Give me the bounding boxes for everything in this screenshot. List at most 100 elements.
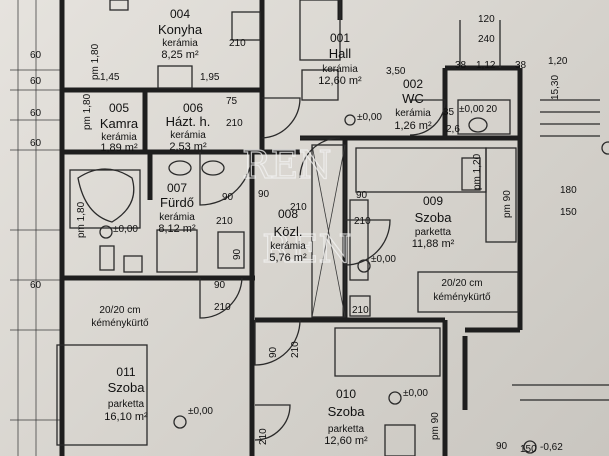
room-material: kerámia: [322, 64, 358, 75]
level-szoba-010: ±0,00: [403, 388, 428, 399]
dim-vertical: pm 90: [502, 190, 513, 218]
room-name: Szoba: [415, 210, 453, 225]
room-name: WC: [402, 91, 424, 106]
level-wc: ±0,00: [459, 104, 484, 115]
dim: 90: [222, 192, 234, 203]
room-005: 005 Kamra kerámia 1,89 m²: [100, 101, 139, 154]
watermark: REN: [242, 143, 332, 187]
watermark-2: REN: [262, 227, 352, 271]
dim: 60: [30, 108, 42, 119]
room-name: Konyha: [158, 22, 203, 37]
dim: 120: [478, 14, 495, 25]
room-number: 001: [330, 31, 350, 45]
room-number: 004: [170, 7, 190, 21]
room-area: 2,53 m²: [169, 141, 207, 153]
dim: 210: [352, 305, 369, 316]
chimney-size: 20/20 cm: [99, 305, 140, 316]
room-area: 8,12 m²: [158, 223, 196, 235]
dimension-labels: 120 240 1,12 38 38 1,20 3,50 210 210 210…: [30, 14, 577, 455]
left-dimension-chain: [10, 0, 60, 456]
dim: 210: [214, 302, 231, 313]
room-area: 1,89 m²: [100, 142, 138, 154]
room-009: 009 Szoba parketta 11,88 m²: [412, 194, 455, 250]
dim: 60: [30, 280, 42, 291]
level-outside: -0,62: [540, 442, 563, 453]
dim: 210: [226, 118, 243, 129]
dim-vertical: pm 1,20: [472, 153, 483, 190]
dim: 1,45: [100, 72, 120, 83]
room-number: 011: [116, 365, 135, 379]
room-004: 004 Konyha kerámia 8,25 m²: [158, 7, 203, 61]
dim: 90: [496, 441, 508, 452]
room-011: 011 Szoba parketta 16,10 m²: [104, 365, 148, 423]
room-number: 010: [336, 387, 356, 401]
dim-vertical: 210: [290, 341, 301, 358]
dim: 210: [229, 38, 246, 49]
room-area: 1,26 m²: [394, 120, 432, 132]
dim: 90: [258, 189, 270, 200]
dim: 60: [30, 50, 42, 61]
dim: 38: [515, 60, 527, 71]
room-number: 005: [109, 101, 129, 115]
room-material: kerámia: [159, 212, 195, 223]
dim: 210: [290, 202, 307, 213]
room-007: 007 Fürdő kerámia 8,12 m²: [158, 181, 196, 235]
chimney-label: kéménykürtő: [91, 318, 149, 329]
level-szoba-011: ±0,00: [188, 406, 213, 417]
interior-lines: [56, 0, 609, 456]
room-area: 16,10 m²: [104, 411, 148, 423]
level-szoba-009: ±0,00: [371, 254, 396, 265]
chimney-size: 20/20 cm: [441, 278, 482, 289]
room-material: kerámia: [270, 241, 306, 252]
dim: 1,20: [548, 56, 568, 67]
dim: 150: [560, 207, 577, 218]
dim-vertical: pm 1,80: [90, 43, 101, 80]
room-area: 8,25 m²: [161, 49, 199, 61]
room-material: kerámia: [395, 108, 431, 119]
room-name: Fürdő: [160, 195, 194, 210]
dim-vertical: pm 1,80: [82, 93, 93, 130]
dim-vertical: 15,30: [550, 75, 561, 100]
room-name: Közl.: [274, 224, 303, 239]
dim: 60: [30, 138, 42, 149]
dim: 38: [455, 60, 467, 71]
room-area: 5,76 m²: [269, 252, 307, 264]
dim: 60: [30, 76, 42, 87]
level-markers: [99, 114, 609, 454]
dim: 1,95: [200, 72, 220, 83]
dim: 150: [520, 444, 537, 455]
dim: 20: [486, 104, 498, 115]
room-002: 002 WC kerámia 1,26 m²: [394, 77, 432, 132]
room-number: 009: [423, 194, 443, 208]
room-number: 008: [278, 207, 298, 221]
level-furdo: ±0,00: [113, 224, 138, 235]
room-area: 12,60 m²: [318, 75, 362, 87]
dim: 90: [214, 280, 226, 291]
room-number: 007: [167, 181, 187, 195]
room-name: Szoba: [328, 404, 366, 419]
dim: 2,6: [446, 124, 460, 135]
dim-vertical: 90: [268, 346, 279, 358]
room-006: 006 Házt. h. kerámia 2,53 m²: [166, 101, 211, 153]
dim: 240: [478, 34, 495, 45]
room-material: kerámia: [170, 130, 206, 141]
room-name: Szoba: [108, 380, 146, 395]
dim: 90: [356, 190, 368, 201]
dim: 75: [226, 96, 238, 107]
room-name: Hall: [329, 46, 352, 61]
door-swings: [199, 97, 446, 441]
room-name: Házt. h.: [166, 114, 211, 129]
dim-vertical: 210: [258, 428, 269, 445]
dim: 180: [560, 185, 577, 196]
dim-vertical: pm 90: [430, 412, 441, 440]
dim: 35: [443, 107, 455, 118]
dim: 1,12: [476, 60, 496, 71]
level-hall: ±0,00: [357, 112, 382, 123]
room-name: Kamra: [100, 116, 139, 131]
dim: 3,50: [386, 66, 406, 77]
room-001: 001 Hall kerámia 12,60 m²: [318, 31, 362, 87]
room-material: parketta: [328, 424, 365, 435]
dim-vertical: 90: [232, 248, 243, 260]
